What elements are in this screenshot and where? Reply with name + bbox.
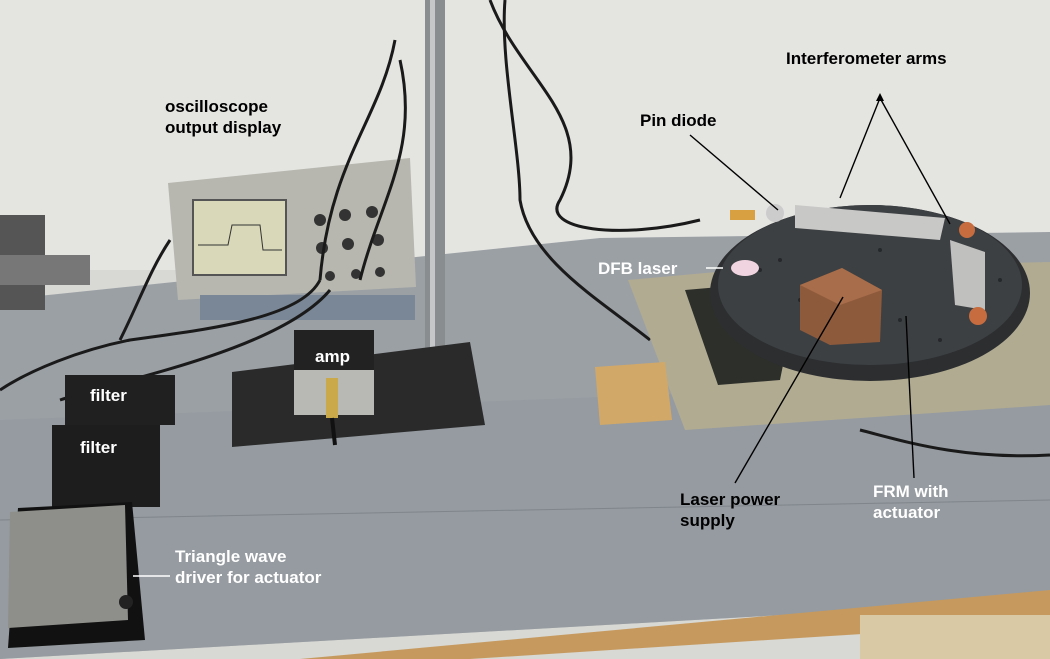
oscilloscope-screen [192, 199, 287, 276]
label-interferometer-arms: Interferometer arms [786, 49, 947, 68]
label-filter-1: filter [90, 386, 127, 405]
label-pin-diode: Pin diode [640, 111, 717, 130]
arrow-arms-left [839, 97, 881, 199]
label-triangle-wave: Triangle wave driver for actuator [175, 546, 321, 588]
label-frm-line1: FRM with [873, 482, 949, 501]
label-triangle-wave-line1: Triangle wave [175, 547, 287, 566]
label-frm: FRM with actuator [873, 481, 949, 523]
shelf-papers [860, 615, 1050, 659]
label-laser-power-line1: Laser power [680, 490, 781, 509]
label-oscilloscope-line2: output display [165, 118, 282, 137]
table-wood-edge [300, 590, 1050, 659]
table-surface-shade [0, 380, 1050, 659]
label-amp: amp [315, 347, 350, 366]
dfb-laser [731, 260, 759, 276]
arrow-laser-power [734, 296, 844, 484]
label-laser-power-line2: supply [680, 511, 735, 530]
arrow-pin-diode [689, 134, 779, 211]
arrow-arms-right [879, 97, 951, 225]
label-oscilloscope: oscilloscope output display [165, 96, 281, 138]
filter-box-1 [65, 375, 175, 425]
arrow-frm [905, 315, 915, 479]
interferometer-arm-top [795, 205, 945, 240]
label-dfb-laser: DFB laser [598, 259, 678, 278]
oscilloscope-stand [200, 295, 415, 320]
interferometer-arm-right [950, 240, 985, 310]
label-triangle-wave-line2: driver for actuator [175, 568, 322, 587]
label-laser-power-supply: Laser power supply [680, 489, 780, 531]
label-filter-2: filter [80, 438, 117, 457]
label-frm-line2: actuator [873, 503, 941, 522]
filter-box-2 [52, 425, 160, 507]
label-oscilloscope-line1: oscilloscope [165, 97, 268, 116]
wood-block [595, 362, 672, 425]
